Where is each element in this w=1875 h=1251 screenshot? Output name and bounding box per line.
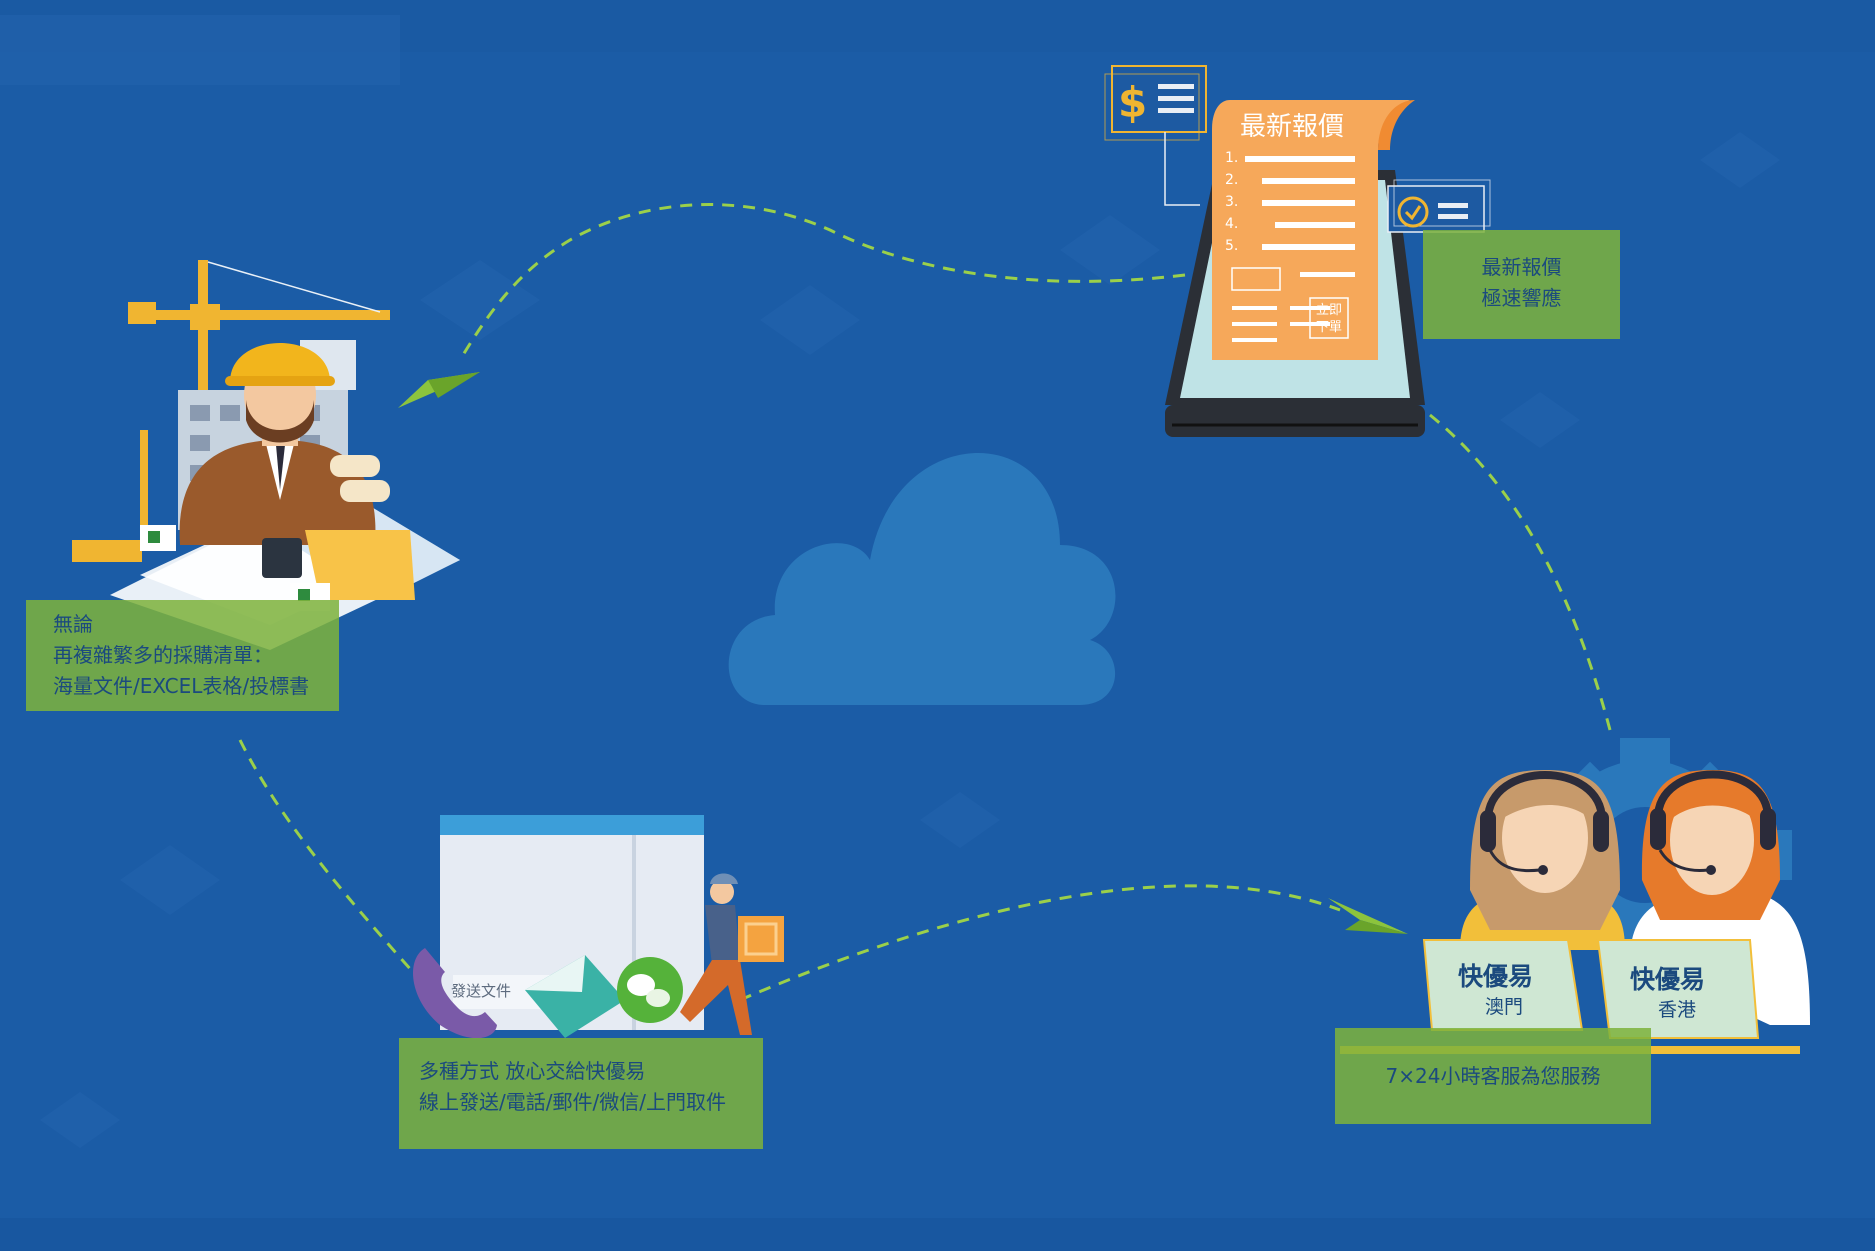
order-button-line2: 下單 (1316, 320, 1342, 335)
service-caption: 7×24小時客服為您服務 (1335, 1028, 1651, 1124)
purchase-line-1: 無論 (53, 612, 93, 636)
dash-quote-to-purchase (458, 203, 1186, 361)
quote-line-2: 極速響應 (1481, 286, 1562, 310)
methods-line-2: 線上發送/電話/郵件/微信/上門取件 (419, 1090, 726, 1114)
envelope-icon (525, 955, 625, 1038)
dash-methods-to-service (739, 884, 1341, 1002)
quote-doc-title: 最新報價 (1240, 112, 1344, 142)
quote-caption: 最新報價 極速響應 (1423, 230, 1620, 339)
doc-number-3: 3. (1225, 194, 1238, 210)
region-macau: 澳門 (1485, 996, 1523, 1018)
dash-quote-to-service (1429, 413, 1612, 731)
purchase-line-2: 再複雜繁多的採購清單： (53, 643, 273, 667)
quote-line-1: 最新報價 (1481, 255, 1562, 279)
send-file-label: 發送文件 (451, 982, 511, 1000)
doc-number-4: 4. (1225, 216, 1238, 232)
quote-scene: 最新報價 1. 2. 3. 4. 5. 立即 下單 (1104, 65, 1491, 437)
headset-agent-icon (1460, 770, 1625, 950)
service-scene: 快優易 澳門 快優易 香港 (1340, 738, 1810, 1054)
paper-plane-icon (398, 372, 480, 408)
dollar-sign: $ (1118, 78, 1147, 127)
dash-purchase-to-methods (238, 739, 422, 981)
region-hongkong: 香港 (1658, 999, 1696, 1021)
wechat-icon (617, 957, 683, 1023)
order-button-line1: 立即 (1316, 303, 1342, 318)
doc-number-1: 1. (1225, 150, 1238, 166)
methods-line-1: 多種方式 放心交給快優易 (419, 1059, 646, 1083)
paper-plane-icon (1328, 898, 1408, 934)
methods-scene: 發送文件 (413, 815, 784, 1039)
phone-icon (413, 948, 497, 1039)
purchase-caption: 無論 再複雜繁多的採購清單： 海量文件/EXCEL表格/投標書 (26, 600, 339, 711)
engineer-icon (179, 343, 415, 600)
purchase-line-3: 海量文件/EXCEL表格/投標書 (53, 674, 310, 698)
bottom-band (0, 1218, 1875, 1251)
dollar-icon: $ (1104, 65, 1207, 141)
methods-caption: 多種方式 放心交給快優易 線上發送/電話/郵件/微信/上門取件 (399, 1038, 763, 1149)
crane-icon (72, 260, 390, 562)
clock-icon (1387, 179, 1491, 233)
service-line: 7×24小時客服為您服務 (1385, 1064, 1601, 1088)
courier-icon (680, 873, 784, 1035)
laptop-macau: 快優易 澳門 (1422, 939, 1584, 1031)
cloud-icon (728, 453, 1116, 705)
laptop-hongkong: 快優易 香港 (1596, 939, 1760, 1039)
construction-scene (72, 260, 460, 650)
doc-number-2: 2. (1225, 172, 1238, 188)
brand-macau: 快優易 (1458, 962, 1533, 991)
brand-hongkong: 快優易 (1630, 965, 1705, 994)
doc-number-5: 5. (1225, 238, 1238, 254)
